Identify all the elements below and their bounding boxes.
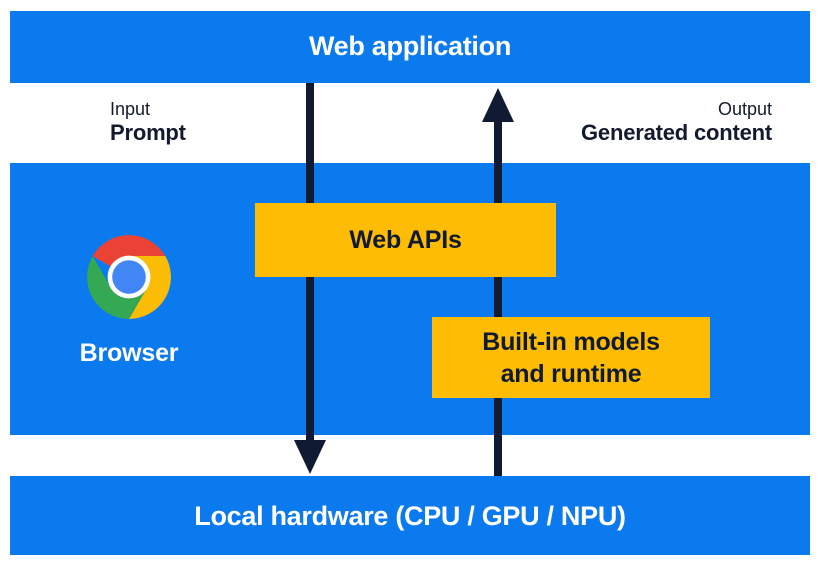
annotation-output: Output Generated content [581,99,772,145]
box-builtin-models: Built-in models and runtime [432,317,710,398]
box-web-apis-label: Web APIs [349,226,462,254]
annotation-output-kicker: Output [717,99,772,119]
annotation-input-label: Prompt [110,119,186,145]
annotation-input: Input Prompt [110,99,186,145]
arrow-up-head-icon [482,88,514,122]
chrome-logo-icon [87,235,171,319]
annotation-input-kicker: Input [110,99,151,119]
box-web-apis: Web APIs [255,203,556,277]
band-web-application-label: Web application [308,31,512,61]
band-browser-label: Browser [79,339,179,367]
arrow-down-head-icon [294,440,326,474]
arrow-up-icon [494,120,502,476]
band-local-hardware: Local hardware (CPU / GPU / NPU) [10,476,810,555]
box-builtin-models-label: Built-in models and runtime [482,327,660,388]
annotation-output-label: Generated content [581,119,772,145]
band-local-hardware-label: Local hardware (CPU / GPU / NPU) [194,501,626,531]
band-web-application: Web application [10,11,810,83]
